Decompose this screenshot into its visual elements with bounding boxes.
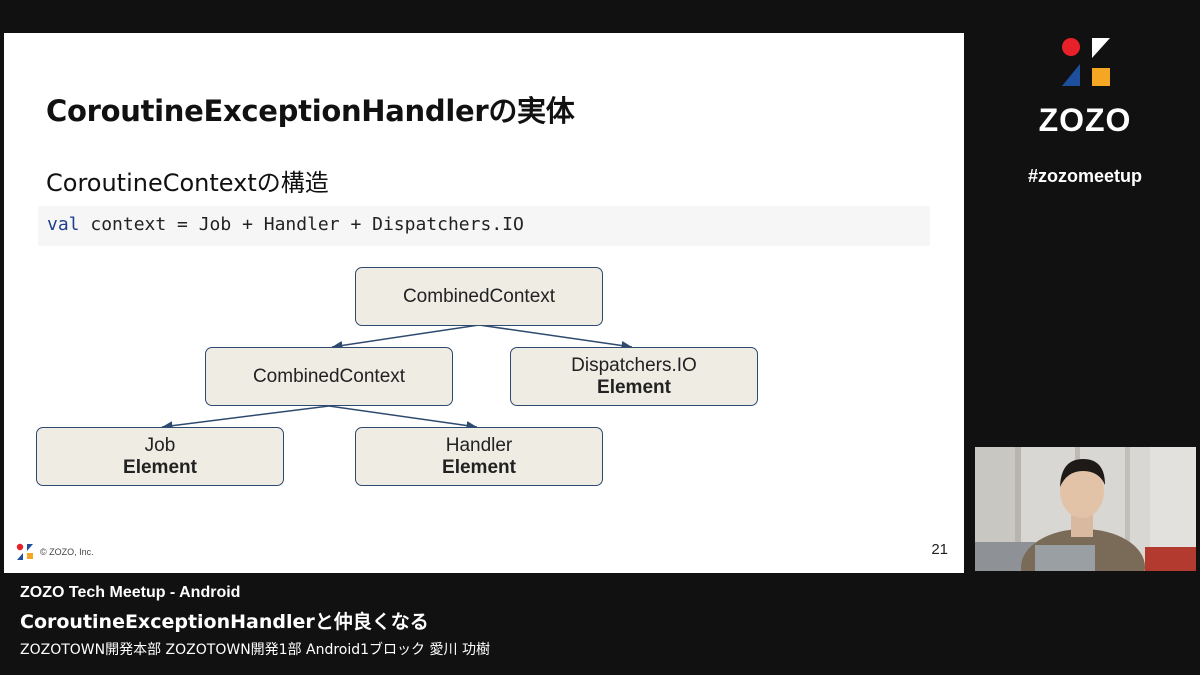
event-hashtag: #zozomeetup bbox=[1027, 166, 1142, 186]
edge-root-right bbox=[478, 324, 633, 350]
node-sublabel: Element bbox=[597, 376, 671, 398]
presentation-slide: CoroutineExceptionHandlerの実体 CoroutineCo… bbox=[4, 33, 964, 573]
edge-left-job bbox=[161, 405, 330, 431]
node-label: CombinedContext bbox=[252, 365, 406, 387]
slide-title: CoroutineExceptionHandlerの実体 bbox=[46, 94, 575, 128]
tree-connectors bbox=[161, 324, 633, 431]
slide-subtitle: CoroutineContextの構造 bbox=[46, 169, 329, 197]
speaker-webcam bbox=[975, 447, 1196, 571]
node-sublabel: Element bbox=[442, 456, 516, 478]
node-label: Job bbox=[144, 434, 176, 456]
tree-node-job: Job Element bbox=[36, 427, 284, 486]
talk-title: CoroutineExceptionHandlerと仲良くなる bbox=[20, 611, 429, 633]
edge-root-left bbox=[331, 324, 480, 350]
copyright-text: © ZOZO, Inc. bbox=[40, 547, 94, 557]
zozo-logo-small-icon bbox=[16, 543, 33, 560]
node-label: Dispatchers.IO bbox=[571, 354, 697, 376]
tree-node-root: CombinedContext bbox=[355, 267, 603, 326]
tree-node-dispatchers-io: Dispatchers.IO Element bbox=[510, 347, 758, 406]
speaker-info: ZOZOTOWN開発本部 ZOZOTOWN開発1部 Android1ブロック 愛… bbox=[20, 642, 490, 658]
edge-left-handler bbox=[328, 405, 478, 430]
brand-name: ZOZO bbox=[1038, 102, 1132, 138]
node-label: Handler bbox=[445, 434, 513, 456]
tree-node-handler: Handler Element bbox=[355, 427, 603, 486]
zozo-logo-icon bbox=[1062, 38, 1110, 86]
code-keyword: val bbox=[47, 214, 80, 235]
tree-node-combined-context: CombinedContext bbox=[205, 347, 453, 406]
code-block: val context = Job + Handler + Dispatcher… bbox=[38, 206, 930, 246]
page-number: 21 bbox=[931, 541, 948, 558]
event-name: ZOZO Tech Meetup - Android bbox=[20, 584, 241, 601]
node-sublabel: Element bbox=[123, 456, 197, 478]
node-label: CombinedContext bbox=[402, 285, 556, 307]
code-text: context = Job + Handler + Dispatchers.IO bbox=[79, 214, 524, 235]
